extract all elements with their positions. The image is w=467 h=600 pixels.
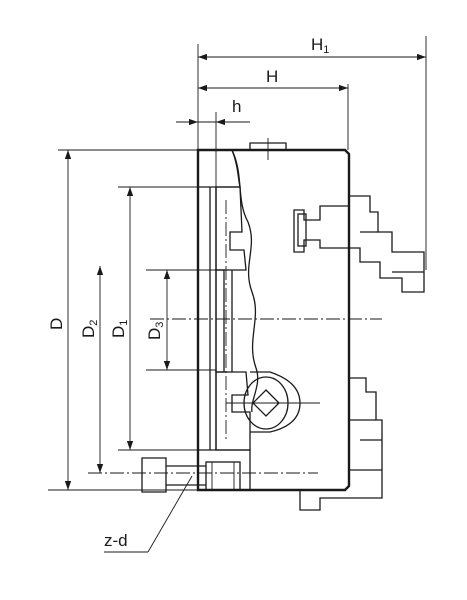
dim-label-d3: D3 <box>145 322 166 340</box>
dim-label-d1: D1 <box>109 320 130 338</box>
svg-text:D1: D1 <box>109 320 130 338</box>
dim-label-h: H <box>266 67 278 86</box>
mounting-bolt <box>141 457 241 493</box>
dim-label-zd: z-d <box>104 531 128 550</box>
center-lines <box>88 200 382 474</box>
upper-jaw <box>293 195 425 293</box>
extension-lines <box>48 36 427 491</box>
lower-jaw <box>299 377 383 511</box>
dim-label-d2: D2 <box>79 320 100 338</box>
dim-label-d: D <box>47 318 66 330</box>
pinion-socket <box>226 371 320 433</box>
dim-label-h1: H1 <box>311 35 329 56</box>
dimension-labels: H1 H h D D2 D1 D3 z-d <box>47 35 329 550</box>
section-hatching <box>197 149 251 491</box>
dimension-lines <box>64 53 426 553</box>
svg-text:D: D <box>47 318 66 330</box>
chuck-body <box>196 148 351 492</box>
svg-text:D2: D2 <box>79 320 100 338</box>
svg-text:D3: D3 <box>145 322 166 340</box>
dim-label-h-small: h <box>232 97 241 116</box>
top-key-detail <box>249 138 287 160</box>
